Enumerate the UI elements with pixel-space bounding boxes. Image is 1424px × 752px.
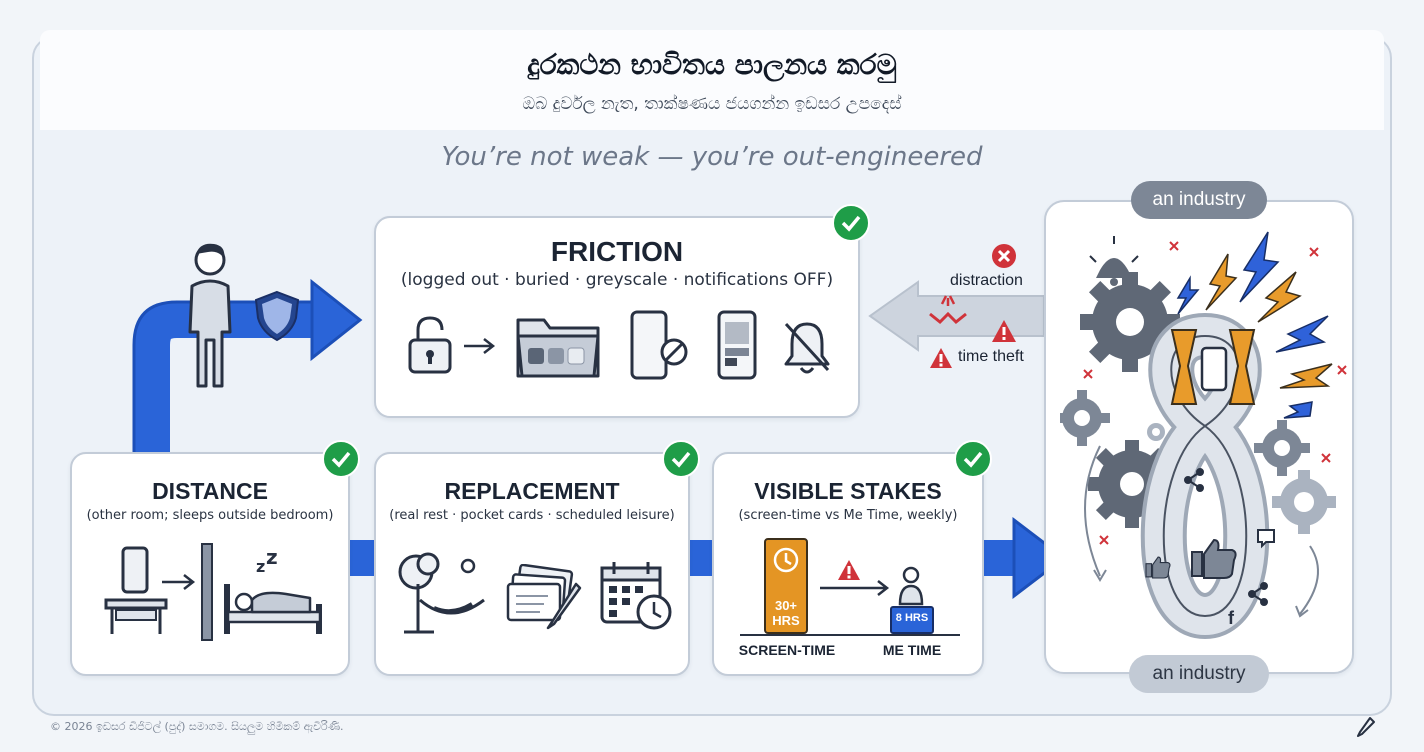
gear-icon	[1272, 470, 1336, 534]
page-title: දුරකථන භාවිතය පාලනය කරමු	[527, 48, 897, 81]
visible-stakes-title: VISIBLE STAKES	[754, 478, 942, 504]
distraction-label: distraction	[950, 272, 1023, 289]
greyscale-phone-icon	[717, 310, 757, 380]
flow-arrow-right	[1299, 545, 1319, 615]
industry-top-label: an industry	[1131, 181, 1267, 219]
bell-off-icon	[784, 322, 830, 374]
arrow-head-friction	[310, 278, 363, 362]
folder-icon	[516, 318, 600, 378]
distance-title: DISTANCE	[152, 478, 268, 504]
connector-3	[982, 540, 1016, 576]
warning-icon	[838, 560, 860, 580]
svg-text:z: z	[266, 550, 278, 569]
hourglass-icon	[1170, 329, 1198, 405]
me-time-label: ME TIME	[882, 642, 942, 658]
me-time-bar: 8 HRS	[890, 606, 934, 634]
header-panel	[40, 30, 1384, 130]
replacement-card: REPLACEMENT (real rest · pocket cards · …	[374, 452, 690, 676]
error-icon	[992, 244, 1016, 268]
phone-icon	[1200, 346, 1228, 392]
distance-check-icon	[322, 440, 360, 478]
friction-subtitle: (logged out · buried · greyscale · notif…	[400, 270, 834, 290]
visible-stakes-subtitle: (screen-time vs Me Time, weekly)	[738, 508, 958, 523]
nightstand-icon	[104, 598, 168, 634]
distance-card: DISTANCE (other room; sleeps outside bed…	[70, 452, 350, 676]
warning-icon	[930, 348, 952, 368]
screen-time-bar: 30+ HRS	[764, 538, 808, 634]
chat-icon	[1257, 529, 1275, 549]
tagline: You’re not weak — you’re out-engineered	[441, 142, 983, 172]
connector-2	[688, 540, 716, 576]
arrow-right-icon	[820, 580, 890, 596]
gear-icon	[1060, 390, 1110, 446]
door-icon	[201, 543, 213, 641]
clock-icon	[773, 547, 799, 573]
screen-time-value: 30+ HRS	[772, 598, 800, 628]
share-icon	[1248, 582, 1268, 606]
pipe-distance-to-friction	[134, 302, 315, 455]
connector-1	[349, 540, 377, 576]
person-icon	[188, 243, 232, 388]
like-icon	[1191, 538, 1237, 579]
distance-subtitle: (other room; sleeps outside bedroom)	[86, 508, 334, 523]
pocket-cards-icon	[506, 564, 582, 630]
time-theft-label: time theft	[958, 348, 1024, 365]
footer-copyright: © 2026 ඉඩසර ඩිජිටල් (පුද්) සමාගම. සියලුම…	[50, 720, 344, 733]
friction-card: FRICTION (logged out · buried · greyscal…	[374, 216, 860, 418]
replacement-subtitle: (real rest · pocket cards · scheduled le…	[389, 508, 675, 523]
calendar-clock-icon	[600, 562, 672, 630]
like-icon	[1145, 556, 1171, 579]
phone-blocked-icon	[630, 310, 688, 380]
friction-check-icon	[832, 204, 870, 242]
visible-stakes-check-icon	[954, 440, 992, 478]
industry-bottom-label: an industry	[1129, 655, 1269, 693]
hammock-tree-icon	[398, 552, 485, 634]
lightning-icon	[1239, 231, 1280, 303]
spark-icons	[1083, 241, 1347, 545]
flow-arrow-left	[1084, 445, 1101, 577]
gear-icon	[1147, 423, 1165, 441]
alarm-icon	[1096, 258, 1132, 278]
baseline	[740, 634, 960, 636]
lightning-icon	[1279, 363, 1333, 389]
unlock-icon	[408, 316, 452, 374]
replacement-title: REPLACEMENT	[444, 478, 620, 504]
pipe-edge-dark	[132, 300, 315, 455]
arrow-right-icon	[464, 338, 496, 354]
gear-icon	[1254, 420, 1310, 476]
replacement-check-icon	[662, 440, 700, 478]
lightning-icon	[1275, 315, 1329, 353]
lightning-icon	[1283, 401, 1313, 419]
friction-title: FRICTION	[550, 236, 684, 267]
shield-icon	[254, 290, 300, 342]
lightning-icon	[1176, 275, 1200, 315]
sleeping-bed-icon: z z	[224, 550, 322, 634]
lightning-icon	[1257, 271, 1302, 323]
svg-text:z: z	[256, 557, 265, 576]
screen-time-label: SCREEN-TIME	[738, 642, 836, 658]
share-icon	[1184, 468, 1204, 492]
arrow-head-industry	[1012, 516, 1067, 600]
phone-icon	[121, 546, 149, 594]
me-time-value: 8 HRS	[895, 612, 929, 624]
broken-link-icon	[929, 295, 967, 325]
person-icon	[898, 566, 924, 606]
arrow-right-icon	[162, 574, 196, 590]
pen-icon	[1357, 717, 1375, 737]
industry-machine: f	[1060, 231, 1347, 639]
warning-icon	[992, 320, 1016, 342]
page-subtitle: ඔබ දුර්වල නැත, තාක්ෂණය ජයගන්න ඉඩසර උපදෙස…	[522, 94, 902, 114]
facebook-icon: f	[1228, 608, 1235, 628]
visible-stakes-card: VISIBLE STAKES (screen-time vs Me Time, …	[712, 452, 984, 676]
lightning-icon	[1205, 253, 1238, 311]
